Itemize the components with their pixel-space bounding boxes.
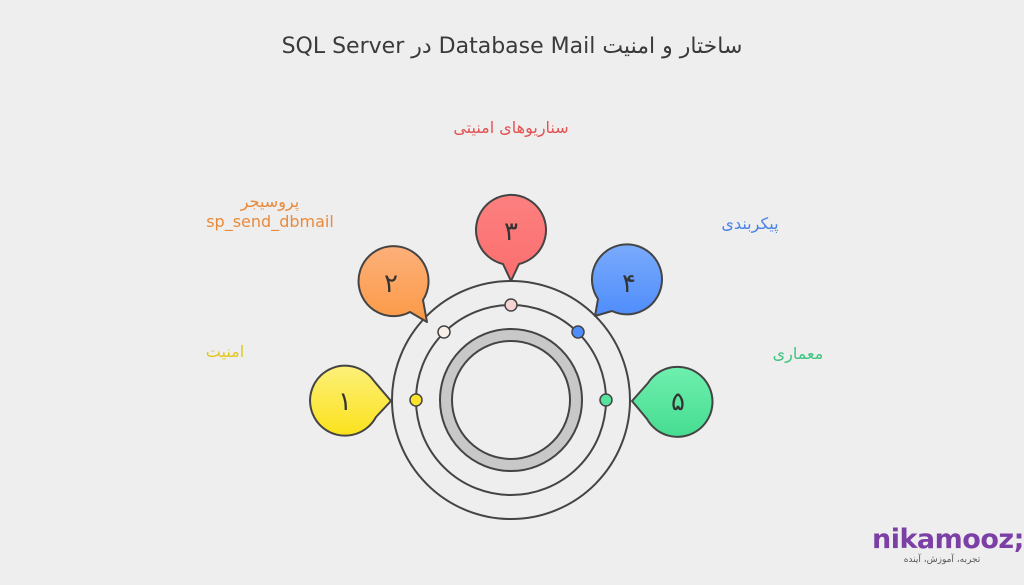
bubble-4-number: ۴ bbox=[622, 269, 636, 299]
logo-brand: nikamooz; bbox=[872, 524, 1024, 555]
bubble-5: ۵ bbox=[631, 365, 714, 438]
label-configuration: پیکربندی bbox=[721, 214, 779, 233]
logo-tagline: تجربه، آموزش، آینده bbox=[903, 555, 981, 565]
nikamooz-logo: nikamooz; تجربه، آموزش، آینده bbox=[872, 524, 1024, 566]
inner-thick-ring bbox=[440, 329, 582, 471]
bubble-2-number: ۲ bbox=[384, 269, 398, 299]
label-security: امنیت bbox=[205, 342, 245, 361]
label-procedure-name: sp_send_dbmail bbox=[206, 212, 334, 231]
label-security-scenarios: سناریوهای امنیتی bbox=[453, 118, 569, 137]
pin-2 bbox=[437, 325, 451, 339]
label-procedure: پروسیجر sp_send_dbmail bbox=[180, 192, 360, 232]
pin-3 bbox=[504, 298, 518, 312]
bubble-1-number: ۱ bbox=[338, 387, 352, 417]
bubble-3: ۳ bbox=[475, 193, 547, 282]
diagram-title: ساختار و امنیت Database Mail در SQL Serv… bbox=[281, 34, 743, 59]
pin-1 bbox=[409, 393, 423, 407]
bubble-4: ۴ bbox=[590, 243, 663, 317]
bubble-2: ۲ bbox=[357, 245, 430, 323]
inner-ring-outer-edge bbox=[439, 328, 583, 472]
bubble-5-number: ۵ bbox=[671, 387, 685, 417]
label-procedure-title: پروسیجر bbox=[240, 192, 300, 211]
label-architecture: معماری bbox=[772, 344, 824, 363]
pin-5 bbox=[599, 393, 613, 407]
bubble-3-number: ۳ bbox=[504, 217, 518, 247]
pin-4 bbox=[571, 325, 585, 339]
inner-ring-inner-edge bbox=[451, 340, 571, 460]
bubble-1: ۱ bbox=[309, 364, 392, 437]
